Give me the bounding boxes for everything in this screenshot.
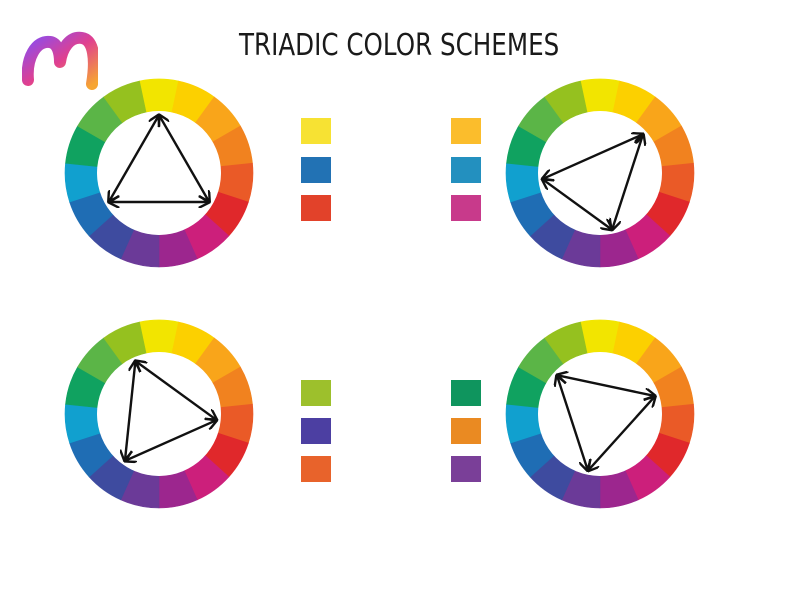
swatch-yellow-green: [301, 380, 331, 406]
swatch-red-orange: [301, 456, 331, 482]
swatch-red-violet: [451, 195, 481, 221]
swatch-violet: [451, 456, 481, 482]
swatch-orange: [451, 418, 481, 444]
swatch-yellow: [301, 118, 331, 144]
color-wheel: [505, 78, 695, 268]
page-title: TRIADIC COLOR SCHEMES: [238, 28, 560, 63]
wheel-center: [97, 111, 221, 235]
swatch-red: [301, 195, 331, 221]
wheel-center: [97, 352, 221, 476]
triadic-triangle: [125, 361, 217, 461]
triangle-arrow: [557, 375, 588, 471]
triangle-arrow: [588, 396, 655, 471]
swatch-blue: [301, 157, 331, 183]
triangle-arrow: [542, 179, 612, 230]
triangle-arrow: [135, 361, 216, 420]
swatch-green: [451, 380, 481, 406]
swatch-blue-violet: [301, 418, 331, 444]
color-wheel: [64, 319, 254, 509]
triangle-arrow: [542, 134, 643, 179]
brand-logo: [22, 31, 98, 90]
color-wheel: [64, 78, 254, 268]
swatch-blue-green: [451, 157, 481, 183]
triangle-arrow: [159, 115, 209, 202]
triadic-triangle: [109, 115, 209, 202]
triangle-arrow: [125, 361, 136, 461]
triadic-triangle: [557, 375, 655, 471]
triangle-arrow: [109, 115, 159, 202]
color-wheel: [505, 319, 695, 509]
triadic-triangle: [542, 134, 643, 230]
swatch-yellow-orange: [451, 118, 481, 144]
